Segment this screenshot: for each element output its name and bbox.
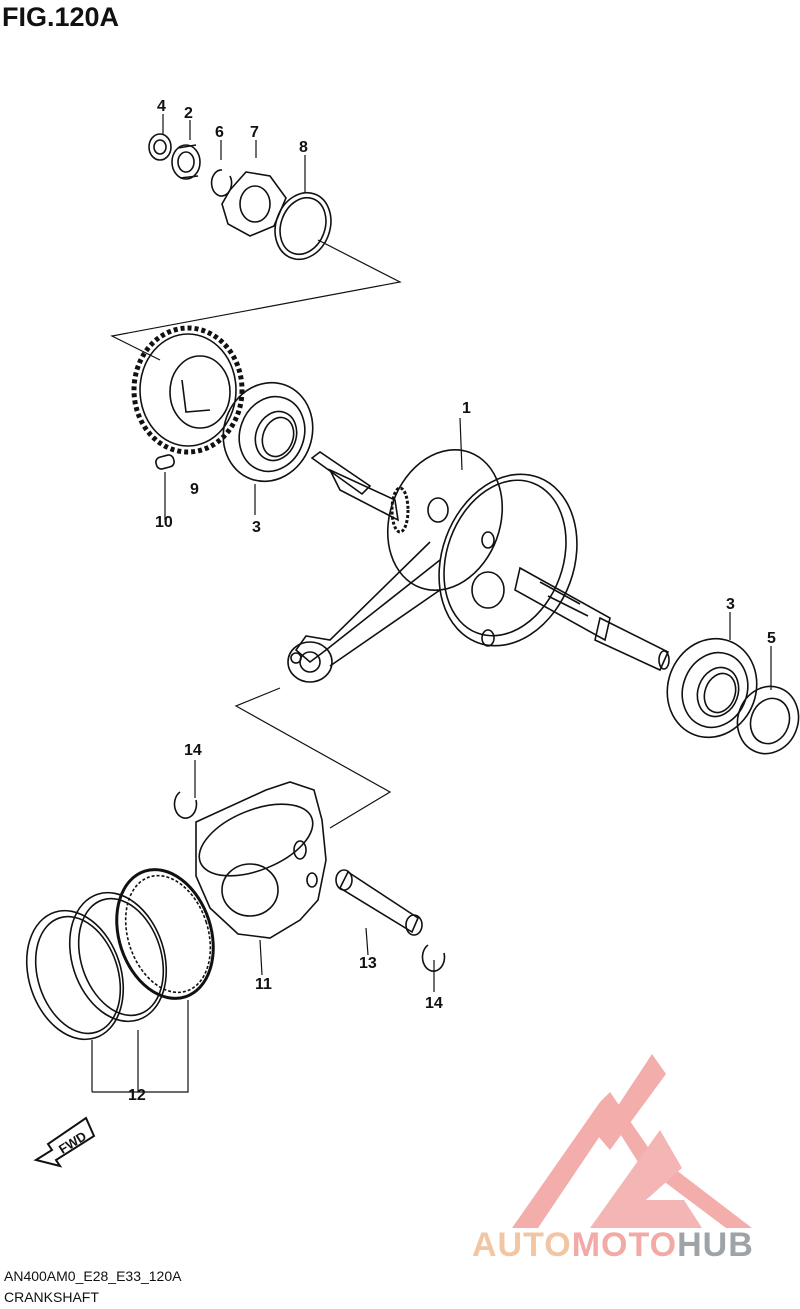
callout-14-top: 14 [184, 742, 202, 759]
callout-5: 5 [767, 630, 776, 647]
callout-3-left: 3 [252, 519, 261, 536]
callout-14-bottom: 14 [425, 995, 443, 1012]
part-10-key [155, 454, 175, 470]
callout-6: 6 [215, 124, 224, 141]
watermark-auto: AUTO [472, 1226, 572, 1264]
callout-2: 2 [184, 105, 193, 122]
part-8-washer [274, 191, 332, 261]
callout-8: 8 [299, 139, 308, 156]
part-3-bearing-right [666, 637, 758, 739]
fwd-arrow-icon [33, 1116, 96, 1168]
part-11-piston [195, 781, 327, 939]
callout-12: 12 [128, 1087, 146, 1104]
part-5-oil-seal [736, 685, 800, 755]
callout-11: 11 [255, 976, 272, 993]
watermark-moto: MOTO [571, 1226, 678, 1264]
figure-code: AN400AM0_E28_E33_120A [4, 1268, 182, 1284]
part-1-crankshaft [287, 448, 670, 683]
part-6-circlip [210, 169, 233, 197]
part-9-gear [131, 325, 245, 455]
part-13-piston-pin [335, 869, 423, 936]
part-14-circlip-left [173, 791, 198, 819]
callout-1: 1 [462, 400, 471, 417]
callout-13: 13 [359, 955, 377, 972]
callout-3-right: 3 [726, 596, 735, 613]
figure-name: CRANKSHAFT [4, 1289, 99, 1305]
callout-7: 7 [250, 124, 259, 141]
watermark-text: AUTOMOTOHUB [472, 1226, 754, 1265]
part-14-circlip-right [421, 944, 446, 972]
callout-4: 4 [157, 98, 166, 115]
part-2-bush [171, 144, 201, 180]
callout-9: 9 [190, 481, 199, 498]
watermark-hub: HUB [677, 1226, 754, 1264]
part-7-nut [221, 171, 287, 237]
part-12-piston-rings [25, 868, 215, 1041]
group-lines [91, 114, 772, 1093]
part-4-needle-bearing [148, 133, 172, 161]
automotohub-logo-icon [512, 1054, 752, 1228]
part-3-bearing-left [222, 381, 314, 483]
figure-title: FIG.120A [2, 2, 120, 32]
callout-10: 10 [155, 514, 173, 531]
